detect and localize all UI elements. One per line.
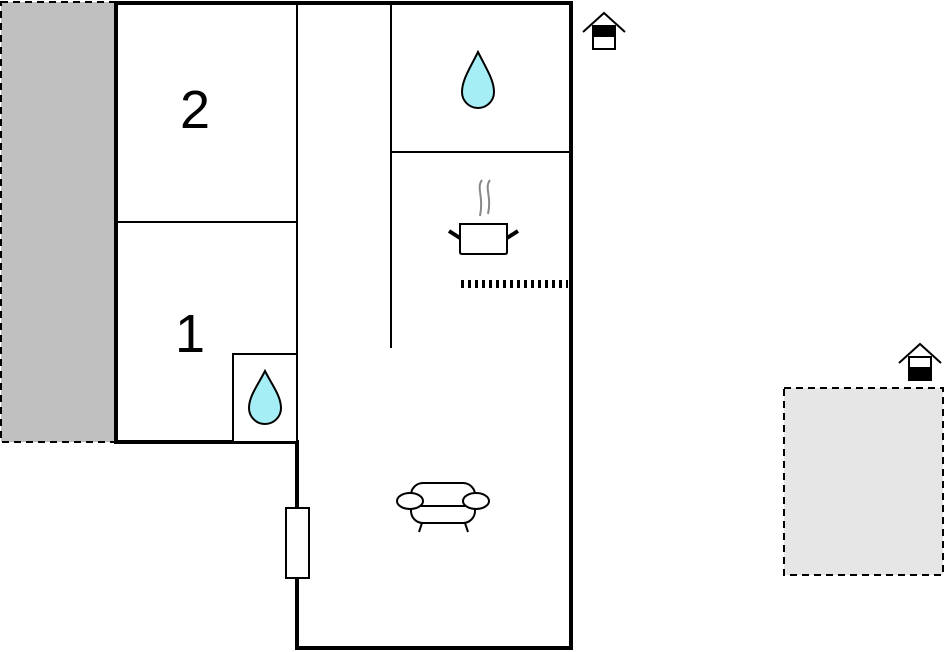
water-drop-icon	[247, 368, 283, 425]
cooking-pot-icon	[447, 179, 520, 255]
room-label-1: 1	[175, 304, 205, 364]
inner-walls	[116, 3, 571, 443]
house-entrance-icon	[898, 342, 942, 381]
house-entrance-icon	[582, 11, 626, 50]
terrace-right	[783, 387, 944, 576]
room-label-2: 2	[180, 80, 210, 140]
water-drop-icon	[460, 49, 496, 109]
door-icon	[285, 507, 310, 579]
sofa-icon	[396, 482, 490, 533]
terrace-left	[0, 1, 116, 443]
